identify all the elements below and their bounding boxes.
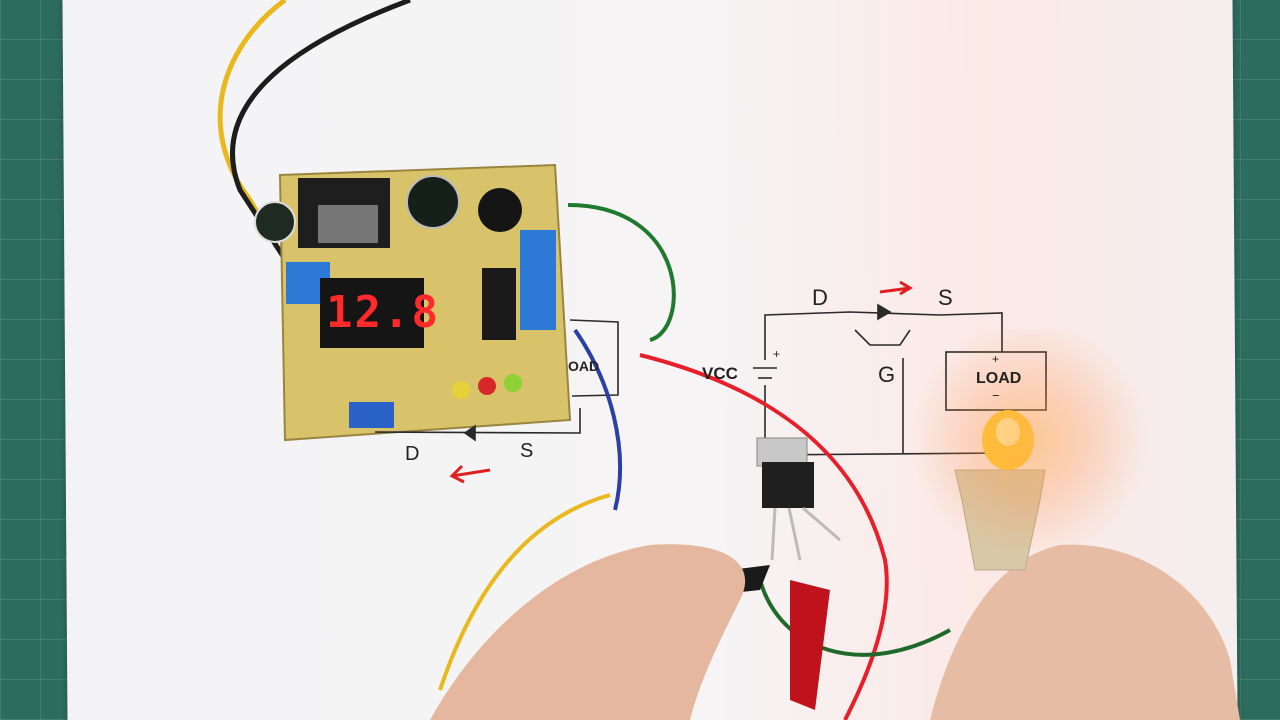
arrow-annotation-left <box>449 464 491 484</box>
schematic-left-load-label: OAD <box>568 358 600 374</box>
led-red <box>478 377 496 395</box>
battery-plus-label: + <box>773 347 781 361</box>
capacitor <box>254 201 296 243</box>
schematic-left-source-label: S <box>520 440 534 462</box>
buzzer <box>478 188 522 232</box>
blue-wire <box>573 328 623 511</box>
schematic-drain-label: D <box>812 285 828 310</box>
display-reading: 12.8 <box>326 287 440 338</box>
load-plus-label: + <box>992 352 1000 366</box>
right-hand <box>930 544 1240 720</box>
seven-segment-display <box>320 278 424 348</box>
potentiometer <box>349 402 394 428</box>
schematic-left <box>374 319 619 442</box>
green-wire <box>567 203 676 342</box>
red-alligator-clip <box>790 580 830 710</box>
arrow-annotation-right <box>879 280 913 296</box>
schematic-source-label: S <box>938 285 953 310</box>
yellow-wire-lower <box>438 493 611 691</box>
led-green <box>504 374 522 392</box>
ic-chip <box>482 268 516 340</box>
terminal-block-right <box>520 230 556 330</box>
bulb <box>954 410 1046 571</box>
schematic-vcc-label: VCC <box>702 364 738 383</box>
led-yellow <box>452 381 470 399</box>
black-wire <box>230 0 411 292</box>
load-label: LOAD <box>976 370 1022 387</box>
left-hand <box>430 544 746 720</box>
mosfet-transistor <box>756 437 841 561</box>
capacitor-large <box>406 175 460 229</box>
schematic-left-drain-label: D <box>405 443 420 465</box>
load-minus-label: − <box>992 388 1000 403</box>
schematic-gate-label: G <box>878 362 896 387</box>
pcb-board <box>254 163 572 442</box>
red-wire <box>639 353 889 720</box>
green-wire-lower <box>758 579 951 657</box>
